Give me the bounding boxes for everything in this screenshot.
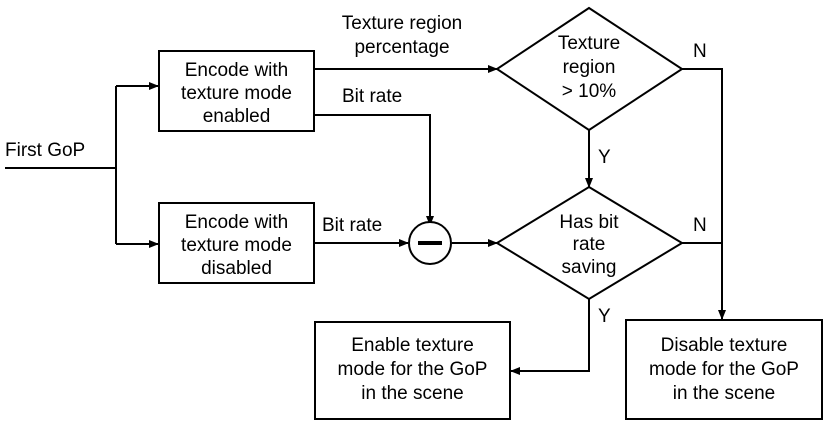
arrow-decision2-yes bbox=[510, 299, 590, 375]
enable-box-line1: Enable texture bbox=[351, 335, 474, 356]
disable-box-line3: in the scene bbox=[673, 383, 775, 404]
bitrate-label-top: Bit rate bbox=[342, 86, 402, 107]
decision-bitrate-line1: Has bit bbox=[559, 212, 619, 233]
encode-enabled-box bbox=[158, 50, 315, 132]
encode-enabled-line1: Encode with bbox=[185, 60, 289, 81]
arrow-bitrate-top bbox=[314, 114, 434, 226]
disable-box-line2: mode for the GoP bbox=[649, 359, 799, 380]
decision-texture-line3: > 10% bbox=[562, 81, 617, 102]
enable-texture-box bbox=[314, 321, 511, 420]
encode-disabled-line1: Encode with bbox=[185, 212, 289, 233]
decision-texture-line1: Texture bbox=[558, 33, 620, 54]
texture-percentage-line2: percentage bbox=[354, 37, 449, 58]
enable-box-line3: in the scene bbox=[361, 383, 463, 404]
yes-label-decision1: Y bbox=[598, 147, 611, 168]
encode-disabled-line2: texture mode bbox=[181, 235, 292, 256]
decision-texture-region bbox=[495, 6, 684, 132]
decision-bitrate-line3: saving bbox=[562, 257, 617, 278]
encode-disabled-box bbox=[158, 202, 315, 284]
yes-label-decision2: Y bbox=[598, 306, 611, 327]
decision-bitrate-line2: rate bbox=[573, 234, 606, 255]
disable-texture-box bbox=[625, 319, 823, 420]
encode-disabled-line3: disabled bbox=[201, 258, 272, 279]
no-label-decision1: N bbox=[693, 41, 707, 62]
decision-bitrate-saving bbox=[495, 185, 684, 301]
disable-box-line1: Disable texture bbox=[661, 335, 788, 356]
encode-enabled-line3: enabled bbox=[203, 106, 271, 127]
enable-box-line2: mode for the GoP bbox=[338, 359, 488, 380]
decision-texture-line2: region bbox=[563, 57, 616, 78]
encode-enabled-line2: texture mode bbox=[181, 83, 292, 104]
input-label: First GoP bbox=[5, 140, 85, 161]
no-label-decision2: N bbox=[693, 215, 707, 236]
arrow-decision1-no bbox=[682, 68, 726, 320]
texture-percentage-line1: Texture region bbox=[342, 13, 462, 34]
bitrate-label-bottom: Bit rate bbox=[322, 215, 382, 236]
